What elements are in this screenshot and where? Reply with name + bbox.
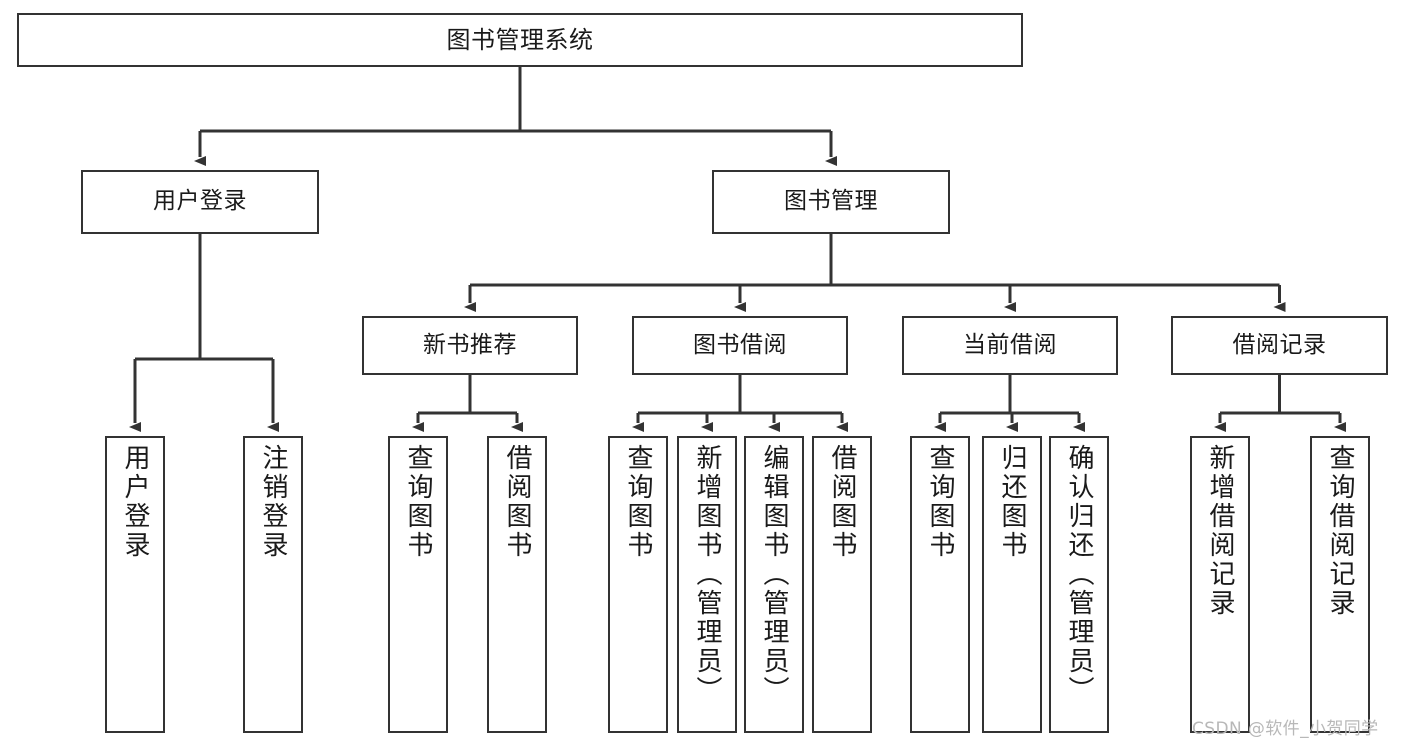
node-user-login: 用户登录	[81, 170, 319, 234]
node-leaf-borrow-book-2: 借阅图书	[812, 436, 872, 733]
node-leaf-return-book: 归还图书	[982, 436, 1042, 733]
node-new-book-rec: 新书推荐	[362, 316, 578, 375]
node-leaf-query-book-3: 查询图书	[910, 436, 970, 733]
node-leaf-query-book-1: 查询图书	[388, 436, 448, 733]
node-label: 用户登录	[153, 188, 247, 215]
node-label: 查询图书	[925, 444, 955, 560]
node-leaf-add-record: 新增借阅记录	[1190, 436, 1250, 733]
node-label: 借阅记录	[1232, 331, 1327, 358]
csdn-watermark: CSDN @软件_小贺同学	[1192, 719, 1379, 739]
node-label: 当前借阅	[963, 331, 1057, 358]
node-leaf-user-login: 用户登录	[105, 436, 165, 733]
node-leaf-user-logout: 注销登录	[243, 436, 303, 733]
node-label: 图书借阅	[693, 331, 787, 358]
node-label: 查询图书	[403, 444, 433, 560]
node-book-borrow: 图书借阅	[632, 316, 848, 375]
node-label: 新增借阅记录	[1205, 444, 1235, 618]
node-label: 借阅图书	[502, 444, 532, 560]
node-label: 用户登录	[120, 444, 150, 560]
node-label: 注销登录	[258, 444, 288, 560]
node-label: 新书推荐	[423, 331, 517, 358]
node-label: 新增图书（管理员）	[692, 444, 722, 705]
node-leaf-edit-book: 编辑图书（管理员）	[744, 436, 804, 733]
node-label: 图书管理	[784, 188, 878, 215]
node-root: 图书管理系统	[17, 13, 1023, 67]
node-borrow-record: 借阅记录	[1171, 316, 1388, 375]
node-label: 编辑图书（管理员）	[759, 444, 789, 705]
node-book-manage: 图书管理	[712, 170, 950, 234]
node-leaf-borrow-book-1: 借阅图书	[487, 436, 547, 733]
node-label: 归还图书	[997, 444, 1027, 560]
node-leaf-query-record: 查询借阅记录	[1310, 436, 1370, 733]
node-leaf-confirm-return: 确认归还（管理员）	[1049, 436, 1109, 733]
node-label: 图书管理系统	[446, 25, 594, 54]
node-current-borrow: 当前借阅	[902, 316, 1118, 375]
node-leaf-query-book-2: 查询图书	[608, 436, 668, 733]
node-label: 查询图书	[623, 444, 653, 560]
node-label: 查询借阅记录	[1325, 444, 1355, 618]
node-label: 确认归还（管理员）	[1064, 444, 1094, 705]
node-label: 借阅图书	[827, 444, 857, 560]
node-leaf-add-book: 新增图书（管理员）	[677, 436, 737, 733]
